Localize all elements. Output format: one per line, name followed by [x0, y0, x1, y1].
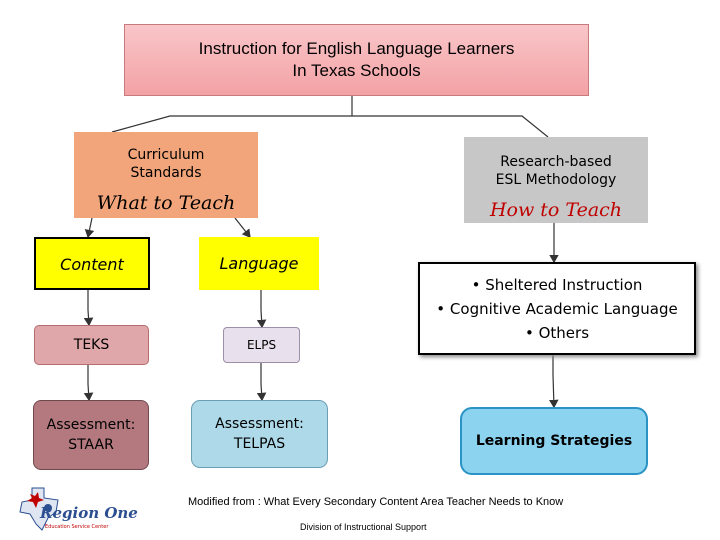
teks-box: TEKS [34, 325, 149, 365]
curriculum-line-1: Curriculum [127, 147, 205, 163]
language-box: Language [199, 237, 319, 290]
curriculum-line-2: Standards [130, 165, 202, 181]
how-to-teach-heading: How to Teach [489, 199, 623, 221]
source-note: Modified from : What Every Secondary Con… [188, 496, 564, 508]
curriculum-to-language-line [234, 217, 251, 238]
staar-assessment-box: Assessment: STAAR [33, 400, 149, 470]
what-to-teach-heading: What to Teach [96, 192, 236, 214]
research-line-1: Research-based [500, 154, 612, 170]
content-box: Content [34, 237, 150, 290]
curriculum-standards-box: Curriculum Standards What to Teach [74, 132, 258, 218]
curriculum-split-line [84, 217, 95, 239]
staar-line-1: Assessment: [46, 417, 136, 433]
content-label: Content [60, 255, 124, 274]
title-box: Instruction for English Language Learner… [124, 24, 589, 96]
method-item: • Sheltered Instruction [471, 275, 643, 294]
learning-strategies-label: Learning Strategies [475, 433, 633, 449]
staar-line-2: STAAR [68, 437, 114, 453]
language-label: Language [219, 254, 299, 273]
branch-left [111, 115, 352, 133]
division-label: Division of Instructional Support [300, 522, 427, 532]
content-to-teks-line [83, 290, 94, 327]
research-line-2: ESL Methodology [495, 172, 617, 188]
title-line-2: In Texas Schools [292, 61, 421, 80]
telpas-line-1: Assessment: [215, 416, 304, 432]
telpas-assessment-box: Assessment: TELPAS [191, 400, 328, 468]
region-one-logo-icon [19, 487, 59, 531]
methods-list-box: • Sheltered Instruction • Cognitive Acad… [418, 262, 696, 355]
methods-to-strategies-line [548, 355, 559, 409]
method-item: • Others [524, 323, 590, 342]
logo-name: Region One [40, 504, 138, 522]
elps-label: ELPS [246, 338, 277, 352]
telpas-line-2: TELPAS [233, 436, 286, 452]
branch-right [352, 115, 549, 138]
logo-tagline: Education Service Center [45, 524, 109, 530]
learning-strategies-box: Learning Strategies [460, 407, 648, 475]
research-methodology-box: Research-based ESL Methodology How to Te… [464, 137, 648, 223]
teks-label: TEKS [73, 337, 110, 353]
elps-to-telpas-line [256, 363, 267, 402]
elps-box: ELPS [223, 327, 300, 363]
language-to-elps-line [256, 290, 267, 329]
title-line-1: Instruction for English Language Learner… [198, 39, 515, 58]
method-item: • Cognitive Academic Language [436, 299, 678, 318]
teks-to-staar-line [83, 365, 94, 402]
